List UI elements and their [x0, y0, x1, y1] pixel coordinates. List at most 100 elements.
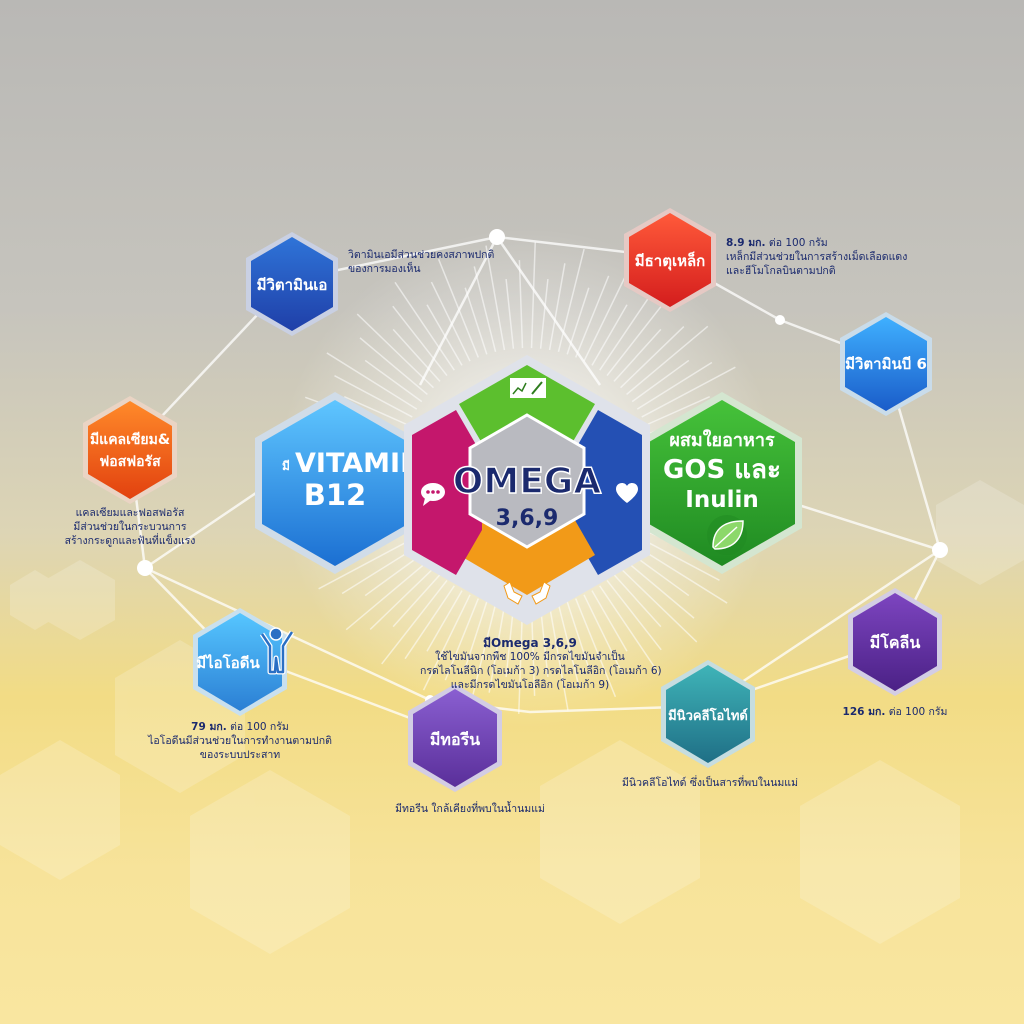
heart-icon	[616, 483, 638, 503]
glow-ray	[566, 601, 590, 669]
iodine-label: มีไอโอดีน	[196, 653, 260, 672]
glow-ray	[599, 585, 660, 675]
glow-ray	[548, 605, 569, 711]
glow-ray	[626, 325, 709, 396]
glow-ray	[583, 265, 632, 362]
glow-ray	[613, 328, 662, 382]
choline-unit: ต่อ 100 กรัม	[888, 706, 948, 718]
glow-ray	[437, 258, 479, 358]
glow-ray	[591, 590, 628, 652]
choline-description: 126 มก. ต่อ 100 กรัม	[820, 705, 970, 719]
chat-bubble-icon	[421, 483, 445, 506]
glow-ray	[381, 579, 448, 665]
glow-ray	[426, 304, 463, 366]
taurine-label: มีทอรีน	[430, 730, 480, 749]
vitamin-b12-hexagon: มี VITAMIN B12	[255, 392, 423, 574]
glow-ray	[599, 296, 650, 371]
iron-desc-line1: เหล็กมีส่วนช่วยในการสร้างเม็ดเลือดแดง	[726, 251, 908, 263]
glow-ray	[557, 248, 585, 353]
glow-ray	[473, 266, 497, 353]
glow-ray	[364, 553, 423, 597]
glow-ray	[636, 361, 713, 410]
gos-line2: GOS และ	[663, 455, 781, 485]
glow-ray	[356, 313, 435, 389]
glow-ray	[343, 395, 409, 426]
gos-line3: Inulin	[685, 487, 758, 513]
glow-ray	[369, 567, 435, 630]
glow-ray	[464, 287, 488, 355]
gos-inulin-hexagon: ผสมใยอาหาร GOS และ Inulin	[642, 392, 802, 574]
nucleotide-desc: มีนิวคลีโอไทด์ ซึ่งเป็นสารที่พบในนมแม่	[622, 777, 798, 789]
iodine-desc-line2: ของระบบประสาท	[199, 749, 281, 761]
taurine-hexagon: มีทอรีน	[408, 684, 502, 792]
calcium-label-line2: ฟอสฟอรัส	[99, 454, 161, 470]
omega-desc-line1: ใช้ไขมันจากพืช 100% มีกรดไขมันจำเป็น	[435, 651, 625, 663]
glow-ray	[392, 305, 448, 377]
glow-ray	[619, 567, 698, 643]
glow-ray	[613, 574, 662, 628]
iodine-desc-line1: ไอโอดีนมีส่วนช่วยในการทำงานตามปกติ	[148, 735, 332, 747]
calcium-hexagon: มีแคลเซียม& ฟอสฟอรัส	[83, 396, 177, 504]
gos-line1: ผสมใยอาหาร	[669, 429, 775, 451]
vitamin-b6-label: มีวิตามินบี 6	[845, 355, 927, 373]
glow-ray	[645, 395, 711, 426]
glow-ray	[345, 560, 428, 631]
omega-description: มีOmega 3,6,9 ใช้ไขมันจากพืช 100% มีกรดไ…	[420, 636, 662, 692]
glow-ray	[530, 607, 536, 696]
glow-ray	[469, 603, 497, 708]
vitamin-a-desc-line1: วิตามินเอมีส่วนช่วยคงสภาพปกติ	[348, 249, 495, 261]
omega-center-hexagon: OMEGA 3,6,9	[404, 355, 650, 625]
choline-amount: 126 มก.	[842, 706, 886, 718]
nucleotide-description: มีนิวคลีโอไทด์ ซึ่งเป็นสารที่พบในนมแม่	[600, 776, 820, 790]
nucleotide-hexagon: มีนิวคลีโอไทด์	[661, 660, 755, 768]
glow-ray	[505, 279, 515, 349]
iron-amount: 8.9 มก.	[726, 237, 766, 249]
glow-ray	[404, 585, 455, 660]
iodine-amount-line: 79 มก. ต่อ 100 กรัม	[140, 720, 340, 734]
glow-ray	[606, 579, 662, 651]
glow-ray	[636, 546, 728, 604]
vitamin-b6-hexagon: มีวิตามินบี 6	[840, 312, 932, 416]
glow-ray	[518, 260, 524, 349]
center-subtitle: 3,6,9	[496, 506, 559, 531]
glow-ray	[505, 607, 515, 677]
omega-desc-line3: และมีกรดไขมันโอลีอิก (โอเมก้า 9)	[450, 679, 610, 691]
calcium-label-line1: มีแคลเซียม&	[90, 432, 170, 448]
glow-ray	[641, 366, 736, 418]
iron-hexagon: มีธาตุเหล็ก	[624, 208, 716, 312]
glow-ray	[392, 574, 441, 628]
iodine-description: 79 มก. ต่อ 100 กรัม ไอโอดีนมีส่วนช่วยในก…	[140, 720, 340, 762]
glow-ray	[422, 594, 471, 691]
glow-ray	[539, 607, 549, 677]
glow-ray	[326, 352, 418, 410]
vitamin-a-hexagon: มีวิตามินเอ	[246, 232, 338, 336]
calcium-desc-line3: สร้างกระดูกและฟันที่แข็งแรง	[64, 535, 196, 547]
vitamin-b12-prefix: มี	[282, 459, 290, 473]
iron-desc-line2: และฮีโมโกลบินตามปกติ	[726, 265, 836, 277]
glow-ray	[359, 337, 428, 396]
glow-ray	[530, 242, 536, 349]
glow-ray	[364, 359, 423, 403]
iodine-hexagon: มีไอโอดีน	[193, 608, 295, 716]
glow-ray	[619, 326, 685, 389]
glow-ray	[488, 605, 506, 693]
glow-ray	[485, 245, 506, 351]
glow-ray	[631, 359, 690, 403]
hands-icon	[503, 581, 551, 605]
growth-chart-icon	[510, 378, 546, 398]
iron-unit: ต่อ 100 กรัม	[768, 237, 828, 249]
vitamin-b12-line2: B12	[304, 478, 366, 512]
leaf-icon	[707, 515, 747, 555]
glow-ray	[591, 304, 628, 366]
choline-hexagon: มีโคลีน	[848, 588, 942, 696]
glow-ray	[518, 607, 524, 714]
taurine-description: มีทอรีน ใกล้เคียงที่พบในน้ำนมแม่	[370, 802, 570, 816]
choline-amount-line: 126 มก. ต่อ 100 กรัม	[820, 705, 970, 719]
child-icon	[259, 627, 295, 675]
glow-ray	[557, 603, 581, 690]
glow-ray	[641, 538, 720, 582]
taurine-desc: มีทอรีน ใกล้เคียงที่พบในน้ำนมแม่	[395, 803, 545, 815]
glow-ray	[394, 281, 455, 371]
iodine-amount: 79 มก.	[191, 721, 227, 733]
